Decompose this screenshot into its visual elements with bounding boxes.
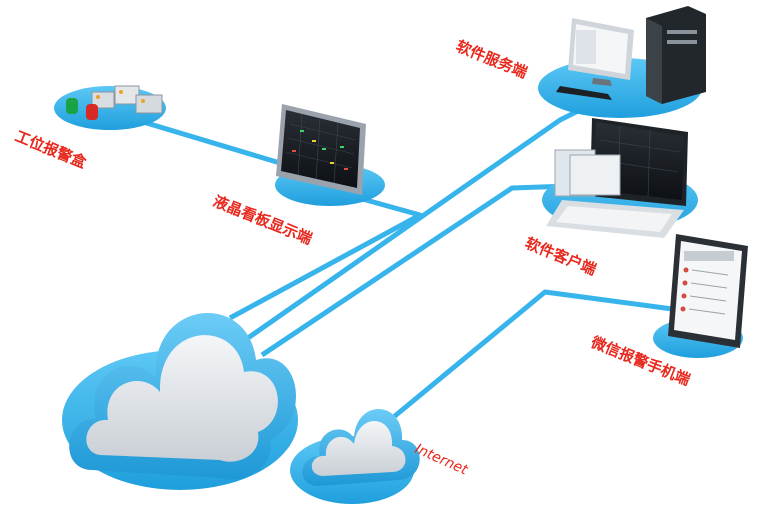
label-server: 软件服务端 <box>454 37 530 82</box>
link-wechat <box>388 289 681 422</box>
server-device <box>556 6 706 104</box>
wechat-device <box>668 234 748 348</box>
small-cloud-icon <box>302 408 420 486</box>
lcd-board-device <box>276 104 366 195</box>
alarm-box-device <box>66 85 163 120</box>
label-alarm-box: 工位报警盒 <box>13 127 90 172</box>
big-cloud-icon <box>69 313 296 480</box>
client-device <box>546 118 688 238</box>
label-internet: Internet <box>412 441 470 479</box>
label-client: 软件客户端 <box>523 234 599 279</box>
